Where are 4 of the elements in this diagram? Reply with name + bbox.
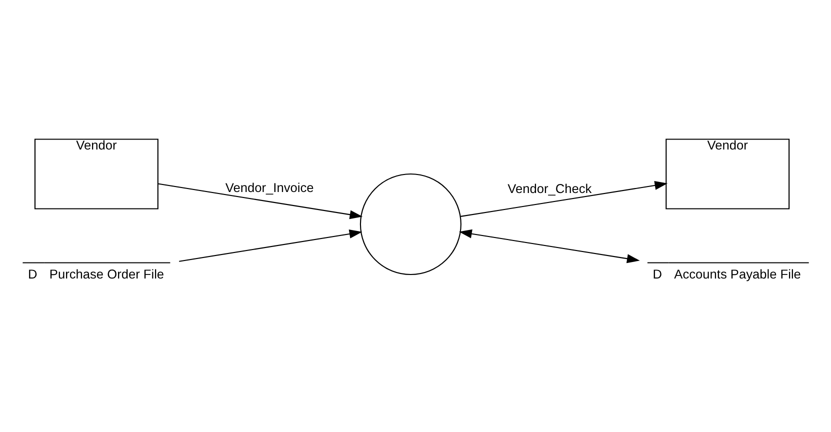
- node-text: D Accounts Payable File: [652, 266, 801, 281]
- node-text: D Purchase Order File: [28, 266, 164, 281]
- edge-label: Vendor_Check: [508, 180, 592, 196]
- edge-label: Vendor_Invoice: [225, 179, 314, 194]
